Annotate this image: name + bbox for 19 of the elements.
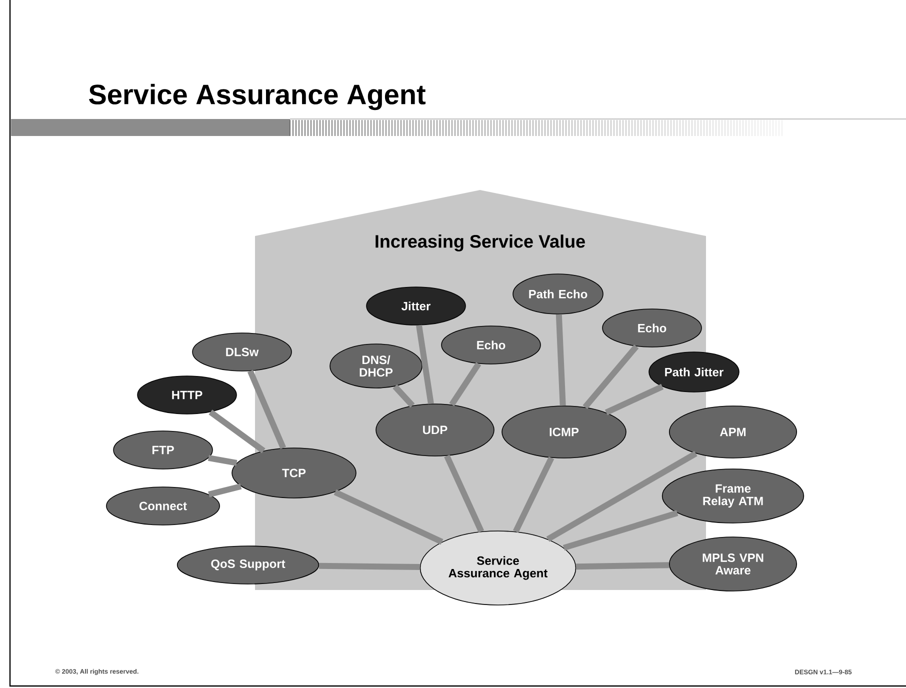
spoke-line: [582, 344, 639, 410]
spoke-line: [319, 562, 420, 570]
spoke-line: [556, 314, 566, 406]
spoke-line: [562, 510, 678, 551]
spoke-line: [546, 450, 698, 542]
spoke-line: [208, 483, 242, 498]
spoke-line: [444, 454, 484, 533]
spoke-line: [334, 489, 444, 545]
spoke-line: [576, 562, 670, 570]
spoke-line: [512, 456, 554, 533]
spoke-line: [392, 384, 415, 408]
spoke-line: [416, 324, 434, 404]
spoke-line: [449, 362, 482, 406]
spoke-line: [247, 370, 286, 450]
spoke-line: [604, 384, 664, 416]
band-heading: Increasing Service Value: [376, 234, 585, 252]
slide-title: Service Assurance Agent: [89, 84, 426, 110]
spoke-line: [208, 410, 266, 454]
spoke-line: [208, 455, 238, 466]
